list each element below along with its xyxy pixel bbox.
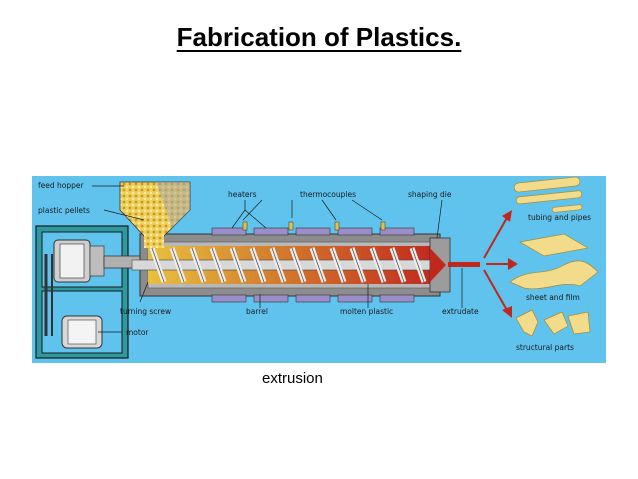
label-heaters: heaters xyxy=(228,190,257,199)
structural-parts-icon xyxy=(515,309,591,337)
extrudate xyxy=(448,262,480,267)
label-sheet-and-film: sheet and film xyxy=(526,293,580,302)
sheet-and-film-icon xyxy=(509,233,599,290)
label-shaping-die: shaping die xyxy=(408,190,452,199)
shaping-die xyxy=(429,237,451,293)
tubing-and-pipes-icon xyxy=(513,176,583,213)
label-tubing-and-pipes: tubing and pipes xyxy=(528,213,591,222)
output-arrows xyxy=(483,210,518,318)
diagram-caption: extrusion xyxy=(262,370,323,387)
label-plastic-pellets: plastic pellets xyxy=(38,206,90,215)
heaters-top xyxy=(211,227,415,236)
extrusion-diagram: feed hopper plastic pellets heaters ther… xyxy=(32,176,606,363)
label-barrel: barrel xyxy=(246,307,268,316)
feed-hopper xyxy=(119,181,191,248)
label-turning-screw: turning screw xyxy=(120,307,171,316)
label-motor: motor xyxy=(126,328,149,337)
label-thermocouples: thermocouples xyxy=(300,190,356,199)
label-extrudate: extrudate xyxy=(442,307,479,316)
label-molten-plastic: molten plastic xyxy=(340,307,393,316)
label-structural-parts: structural parts xyxy=(516,343,574,352)
heaters-bottom xyxy=(211,294,415,303)
thermocouples xyxy=(242,221,386,231)
turning-screw xyxy=(131,247,433,283)
label-feed-hopper: feed hopper xyxy=(38,181,84,190)
slide-title: Fabrication of Plastics. xyxy=(0,22,638,53)
slide-title-text: Fabrication of Plastics. xyxy=(176,22,462,52)
motor-assembly xyxy=(35,225,129,359)
motor xyxy=(61,315,103,349)
